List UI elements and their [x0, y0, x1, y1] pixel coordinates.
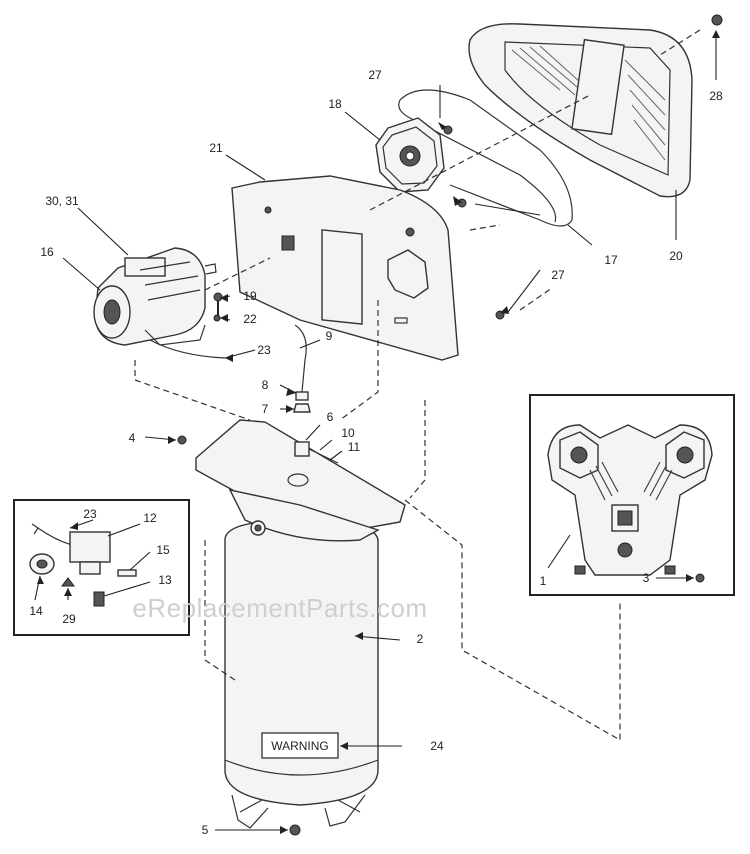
warning-label-text: WARNING — [271, 739, 329, 753]
callout-12: 12 — [143, 511, 157, 525]
callout-4: 4 — [129, 431, 136, 445]
callout-7: 7 — [262, 402, 269, 416]
callout-10: 10 — [341, 426, 355, 440]
callout-11: 11 — [348, 440, 361, 454]
belt-guard — [468, 23, 693, 198]
callout-17: 17 — [604, 253, 618, 267]
callout-8: 8 — [262, 378, 269, 392]
pressure-switch-inset — [13, 499, 190, 636]
assembly-lines — [134, 29, 701, 742]
callout-29: 29 — [62, 612, 76, 626]
electric-motor — [93, 247, 226, 359]
flywheel — [375, 117, 445, 193]
callout-27-bottom: 27 — [551, 268, 565, 282]
pump-mounting-platform — [195, 419, 406, 542]
callout-labels: 28 27 18 21 30, 31 16 19 22 23 9 8 7 6 1… — [29, 68, 723, 837]
callout-21: 21 — [209, 141, 223, 155]
callout-1: 1 — [540, 574, 547, 588]
watermark: eReplacementParts.com — [132, 593, 427, 623]
belt-guard-backplate — [231, 175, 459, 361]
callout-9: 9 — [326, 329, 333, 343]
callout-24: 24 — [430, 739, 444, 753]
callout-27-top: 27 — [368, 68, 382, 82]
warning-label — [261, 732, 339, 759]
arrowheads — [37, 30, 720, 834]
fittings — [177, 14, 723, 836]
callout-6: 6 — [327, 410, 334, 424]
air-tank: WARNING — [224, 519, 379, 829]
callout-20: 20 — [669, 249, 683, 263]
drive-belt — [398, 89, 573, 227]
callout-16: 16 — [40, 245, 54, 259]
callout-30-31: 30, 31 — [45, 194, 79, 208]
callout-13: 13 — [158, 573, 172, 587]
callout-28: 28 — [709, 89, 723, 103]
callout-18: 18 — [328, 97, 342, 111]
callout-15: 15 — [156, 543, 170, 557]
callout-2: 2 — [417, 632, 424, 646]
pump-inset — [529, 394, 735, 596]
callout-23-motor: 23 — [257, 343, 271, 357]
callout-3: 3 — [643, 571, 650, 585]
callout-5: 5 — [202, 823, 209, 837]
callout-14: 14 — [29, 604, 43, 618]
callout-23-inset: 23 — [83, 507, 97, 521]
callout-19: 19 — [243, 289, 257, 303]
callout-22: 22 — [243, 312, 257, 326]
